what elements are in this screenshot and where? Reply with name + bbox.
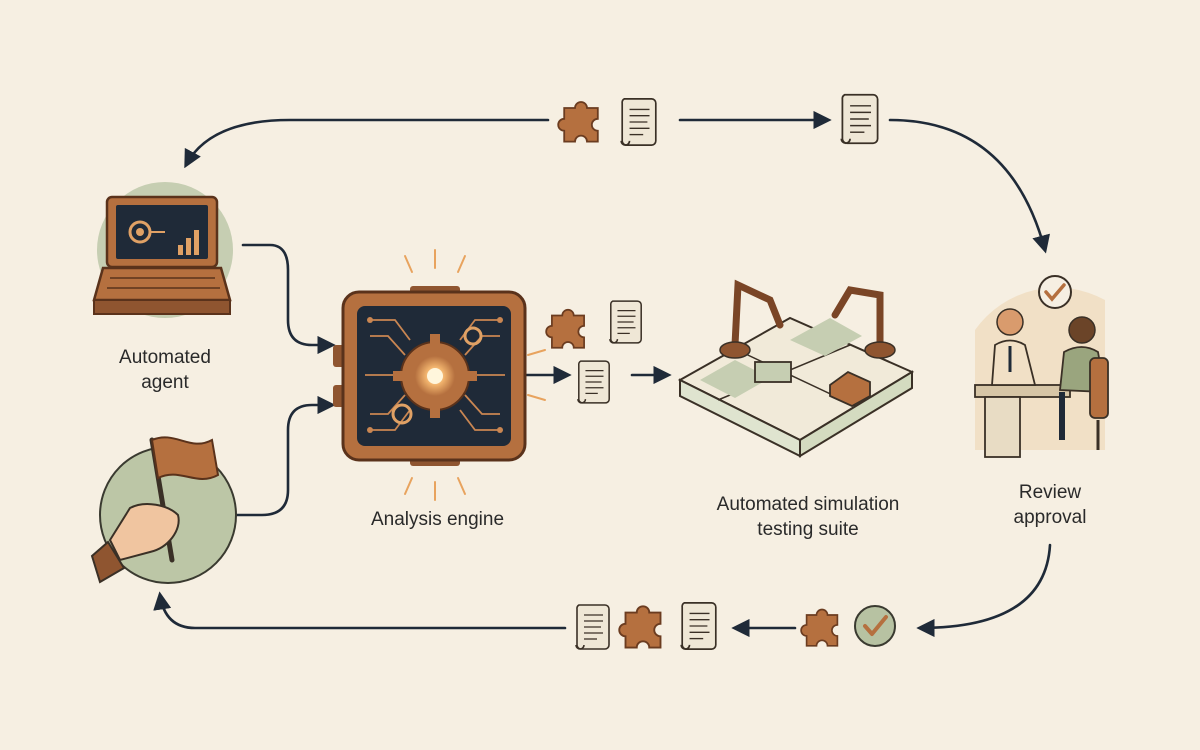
arrow-top-to-agent	[184, 118, 550, 169]
puzzle-piece-icon	[618, 605, 662, 649]
document-scroll-icon	[575, 604, 610, 650]
engine-label-line-1: Analysis engine	[370, 509, 505, 530]
review-label-line-2: approval	[1013, 507, 1087, 528]
simulation-label: Automated simulation testing suite	[693, 492, 923, 542]
puzzle-piece-icon	[800, 608, 839, 647]
computer-terminal-icon	[92, 182, 233, 318]
document-scroll-icon	[577, 360, 611, 404]
check-circle-icon	[854, 605, 896, 647]
puzzle-piece-icon	[557, 101, 599, 143]
document-scroll-icon	[840, 93, 879, 145]
arrow-review-down	[916, 543, 1052, 638]
bottom-flow-items	[575, 602, 896, 650]
middle-flow-items	[545, 300, 643, 404]
hand-flag-icon	[90, 436, 237, 584]
connectors	[153, 110, 1052, 638]
agent-label: Automated agent	[95, 345, 235, 395]
arrow-agent-to-engine	[241, 243, 336, 355]
engine-label: Analysis engine	[355, 507, 520, 532]
meeting-approval-icon	[974, 275, 1109, 458]
circuit-gear-chip-icon	[333, 249, 546, 501]
simulation-label-line-2: testing suite	[757, 519, 859, 540]
agent-label-line-1: Automated	[119, 347, 211, 368]
arrow-flag-to-engine	[230, 395, 336, 517]
puzzle-piece-icon	[545, 308, 585, 349]
review-label-line-1: Review	[1018, 482, 1082, 503]
arrow-bottom-to-flag	[153, 591, 567, 630]
document-scroll-icon	[620, 98, 657, 146]
arrow-top-to-review	[888, 118, 1050, 254]
agent-label-line-2: agent	[141, 372, 189, 393]
review-label: Review approval	[985, 480, 1115, 530]
document-scroll-icon	[680, 602, 717, 650]
robot-arm-platform-icon	[677, 279, 915, 458]
simulation-label-line-1: Automated simulation	[716, 494, 900, 515]
document-scroll-icon	[609, 300, 643, 344]
